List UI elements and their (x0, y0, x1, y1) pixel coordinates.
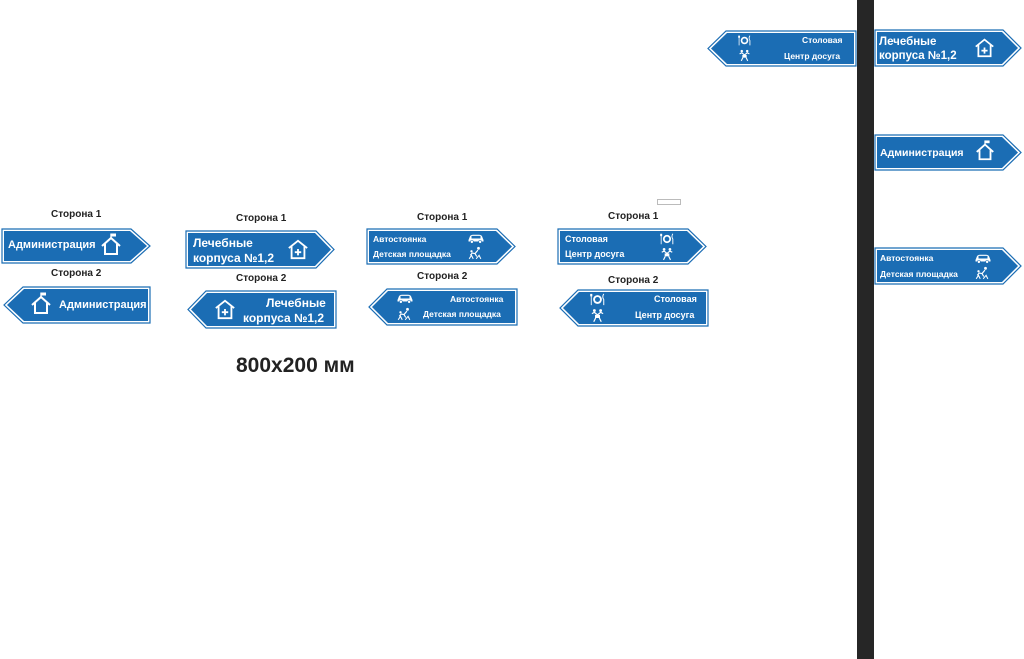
sign-canteen-side1: Столовая Центр досуга (557, 228, 707, 265)
hospital-house-icon (974, 37, 995, 58)
post-sign-canteen: Столовая Центр досуга (707, 30, 857, 67)
canteen-icon (590, 292, 605, 307)
sign-text-line2: корпуса №1,2 (243, 311, 325, 325)
sign-medical-side1: Лечебные корпуса №1,2 (185, 230, 335, 269)
post-sign-medical: Лечебные корпуса №1,2 (874, 29, 1022, 67)
playground-icon (468, 246, 482, 260)
side-1-label: Сторона 1 (608, 211, 659, 222)
sign-canteen-side2: Столовая Центр досуга (559, 289, 709, 327)
sign-post (857, 0, 874, 659)
playground-icon (397, 307, 411, 321)
sign-text-line1: Столовая (802, 35, 843, 45)
sign-text-line2: Детская площадка (880, 269, 958, 279)
sign-text-line1: Лечебные (266, 296, 326, 310)
side-2-label: Сторона 2 (51, 268, 102, 279)
side-1-label: Сторона 1 (51, 209, 102, 220)
sign-admin-side2: Администрация (3, 286, 151, 324)
leisure-icon (660, 247, 674, 261)
sign-text-line1: Автостоянка (880, 253, 934, 263)
side-2-label: Сторона 2 (236, 273, 287, 284)
sign-text-line2: Центр досуга (784, 51, 841, 61)
sign-text-line2: корпуса №1,2 (193, 251, 275, 265)
side-2-label: Сторона 2 (608, 275, 659, 286)
car-icon (467, 233, 485, 244)
house-flag-icon (99, 233, 123, 257)
house-flag-icon (974, 140, 996, 162)
house-flag-icon (29, 292, 53, 316)
sign-text: Администрация (59, 299, 147, 311)
sign-text-line1: Столовая (654, 294, 697, 304)
sign-text-line1: Лечебные (193, 236, 253, 250)
placeholder-box (657, 199, 681, 205)
car-icon (396, 293, 414, 304)
sign-text-line1: Автостоянка (373, 234, 427, 244)
sign-text: Администрация (8, 239, 96, 251)
sign-text-line2: Детская площадка (423, 309, 501, 319)
side-1-label: Сторона 1 (236, 213, 287, 224)
sign-text-line2: корпуса №1,2 (879, 50, 957, 62)
sign-admin-side1: Администрация (1, 228, 151, 264)
hospital-house-icon (214, 298, 236, 320)
leisure-icon (738, 49, 751, 62)
sign-text-line2: Центр досуга (635, 310, 695, 320)
sign-text-line2: Центр досуга (565, 249, 625, 259)
sign-parking-side2: Автостоянка Детская площадка (368, 288, 518, 326)
sign-medical-side2: Лечебные корпуса №1,2 (187, 290, 337, 329)
size-label: 800х200 мм (236, 354, 355, 377)
sign-parking-side1: Автостоянка Детская площадка (366, 228, 516, 265)
post-sign-parking: Автостоянка Детская площадка (874, 247, 1022, 285)
canteen-icon (660, 232, 674, 246)
sign-text-line1: Автостоянка (450, 294, 504, 304)
hospital-house-icon (287, 238, 309, 260)
sign-text: Администрация (880, 147, 964, 159)
sign-text-line1: Столовая (565, 234, 608, 244)
post-sign-admin: Администрация (874, 134, 1022, 171)
sign-text-line2: Детская площадка (373, 249, 451, 259)
leisure-icon (590, 308, 605, 323)
side-1-label: Сторона 1 (417, 212, 468, 223)
side-2-label: Сторона 2 (417, 271, 468, 282)
sign-text-line1: Лечебные (879, 36, 937, 48)
playground-icon (975, 266, 989, 280)
canteen-icon (738, 34, 751, 47)
car-icon (974, 253, 992, 264)
